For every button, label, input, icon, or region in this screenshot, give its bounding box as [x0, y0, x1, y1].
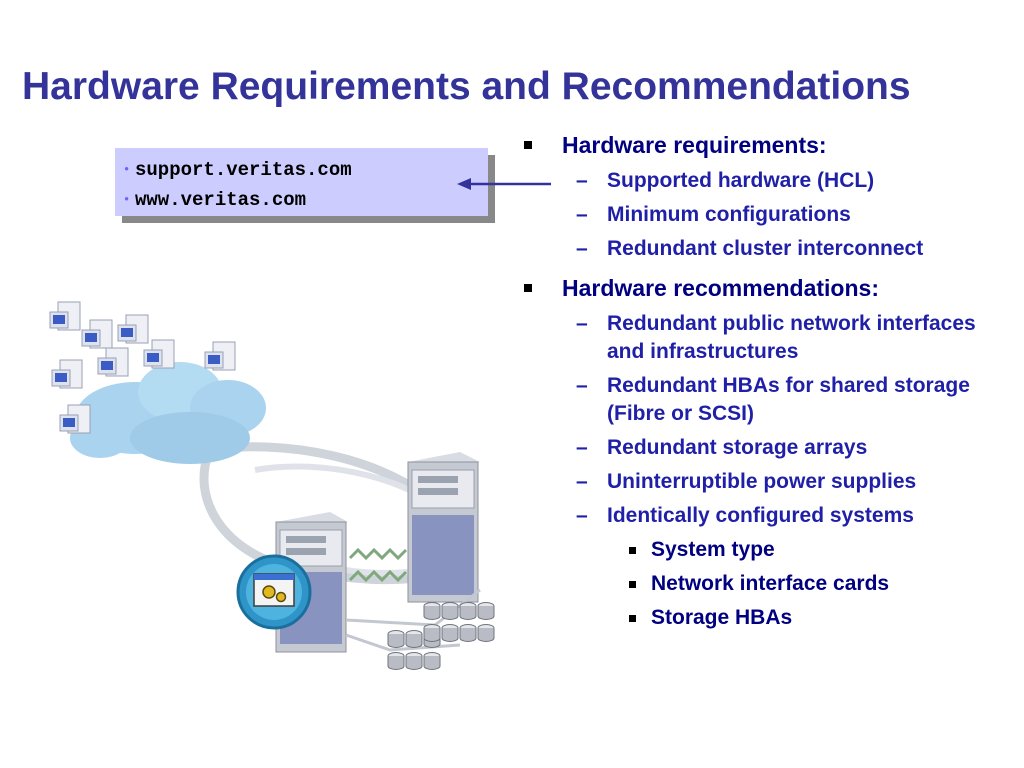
recommendation-item: Redundant HBAs for shared storage (Fibre…: [607, 374, 970, 425]
link-box: • support.veritas.com • www.veritas.com: [115, 148, 488, 216]
requirement-item: Redundant cluster interconnect: [607, 237, 924, 260]
sub-item: Network interface cards: [651, 572, 890, 595]
square-bullet-icon: [629, 581, 636, 588]
square-bullet-icon: [629, 615, 636, 622]
link-support-veritas[interactable]: support.veritas.com: [135, 159, 352, 181]
link-row[interactable]: • support.veritas.com: [123, 155, 488, 185]
list-item: – Redundant cluster interconnect: [520, 235, 1015, 263]
storage-disk-icon: [387, 602, 495, 670]
page-title: Hardware Requirements and Recommendation…: [22, 65, 911, 108]
requirements-heading: Hardware requirements:: [562, 132, 827, 158]
link-row[interactable]: • www.veritas.com: [123, 185, 488, 215]
list-item: – Redundant storage arrays: [520, 434, 1015, 462]
requirement-item: Supported hardware (HCL): [607, 169, 875, 192]
dash-bullet-icon: –: [576, 374, 588, 397]
cluster-gear-icon: [236, 554, 312, 630]
list-item: – Minimum configurations: [520, 201, 1015, 229]
dash-bullet-icon: –: [576, 169, 588, 192]
list-item: Storage HBAs: [520, 604, 1015, 632]
recommendation-item: Redundant public network interfaces and …: [607, 312, 976, 363]
dash-bullet-icon: –: [576, 470, 588, 493]
arrow-left-icon: [457, 178, 551, 190]
server-icon: [407, 452, 480, 603]
dash-bullet-icon: –: [576, 312, 588, 335]
list-item: – Uninterruptible power supplies: [520, 468, 1015, 496]
sub-item: Storage HBAs: [651, 606, 793, 629]
list-item: – Redundant public network interfaces an…: [520, 310, 1015, 366]
recommendation-item: Identically configured systems: [607, 504, 914, 527]
list-item: Hardware recommendations:: [520, 273, 1015, 304]
list-item: System type: [520, 536, 1015, 564]
bullet-list: Hardware requirements: – Supported hardw…: [520, 130, 1015, 632]
link-www-veritas[interactable]: www.veritas.com: [135, 189, 307, 211]
requirement-item: Minimum configurations: [607, 203, 851, 226]
list-item: – Redundant HBAs for shared storage (Fib…: [520, 372, 1015, 428]
square-bullet-icon: [524, 284, 532, 292]
dash-bullet-icon: –: [576, 237, 588, 260]
list-item: – Identically configured systems: [520, 502, 1015, 530]
recommendation-item: Uninterruptible power supplies: [607, 470, 917, 493]
heartbeat-link: [348, 569, 408, 583]
square-bullet-icon: [524, 141, 532, 149]
dash-bullet-icon: –: [576, 203, 588, 226]
dash-bullet-icon: –: [576, 504, 588, 527]
list-item: – Supported hardware (HCL): [520, 167, 1015, 195]
cluster-illustration: [49, 301, 495, 670]
square-bullet-icon: [629, 547, 636, 554]
list-item: Hardware requirements:: [520, 130, 1015, 161]
dash-bullet-icon: –: [576, 436, 588, 459]
recommendation-item: Redundant storage arrays: [607, 436, 868, 459]
sub-item: System type: [651, 538, 775, 561]
bullet-dot-icon: •: [123, 163, 131, 177]
cloud-icon: [70, 362, 266, 464]
recommendations-heading: Hardware recommendations:: [562, 275, 879, 301]
bullet-dot-icon: •: [123, 193, 131, 207]
heartbeat-link: [348, 547, 408, 561]
list-item: Network interface cards: [520, 570, 1015, 598]
